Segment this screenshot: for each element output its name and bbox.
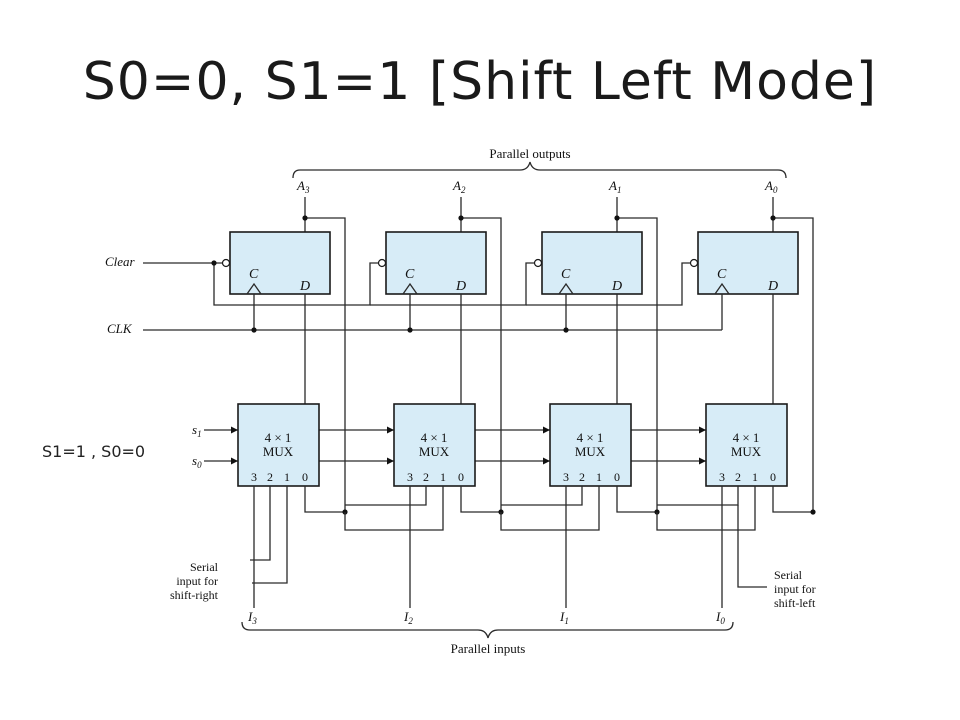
clear-signal-label: Clear <box>105 254 136 269</box>
serial-right-label-2: input for <box>176 574 218 588</box>
svg-text:3: 3 <box>719 470 725 484</box>
input-label-i3: I3 <box>247 609 257 626</box>
output-label-a2: A2 <box>452 178 466 195</box>
svg-text:MUX: MUX <box>575 444 606 459</box>
inputs-brace <box>241 621 734 639</box>
svg-text:4 × 1: 4 × 1 <box>265 430 292 445</box>
flip-flop-3: C D <box>221 231 331 295</box>
ff2-clock-pin: C <box>405 267 415 282</box>
svg-text:4 × 1: 4 × 1 <box>421 430 448 445</box>
svg-text:0: 0 <box>770 470 776 484</box>
ff0-clock-pin: C <box>717 267 727 282</box>
svg-text:3: 3 <box>563 470 569 484</box>
flip-flop-1: C D <box>533 231 643 295</box>
svg-text:1: 1 <box>596 470 602 484</box>
serial-left-label-1: Serial <box>774 568 803 582</box>
output-label-a3: A3 <box>296 178 310 195</box>
output-label-a0: A0 <box>764 178 778 195</box>
input-label-i0: I0 <box>715 609 725 626</box>
flip-flop-2: C D <box>377 231 487 295</box>
svg-text:3: 3 <box>251 470 257 484</box>
slide-title: S0=0, S1=1 [Shift Left Mode] <box>82 52 878 112</box>
ff2-data-pin: D <box>455 279 466 294</box>
svg-text:MUX: MUX <box>263 444 294 459</box>
svg-text:4 × 1: 4 × 1 <box>577 430 604 445</box>
mux-1: 4 × 1 MUX 3 2 1 0 <box>549 403 632 487</box>
serial-left-label-3: shift-left <box>774 596 816 610</box>
svg-text:0: 0 <box>302 470 308 484</box>
ff1-data-pin: D <box>611 279 622 294</box>
parallel-inputs-label: Parallel inputs <box>451 641 526 656</box>
svg-text:3: 3 <box>407 470 413 484</box>
svg-text:2: 2 <box>579 470 585 484</box>
ff3-data-pin: D <box>299 279 310 294</box>
svg-text:2: 2 <box>423 470 429 484</box>
svg-text:1: 1 <box>752 470 758 484</box>
ff0-data-pin: D <box>767 279 778 294</box>
svg-text:MUX: MUX <box>731 444 762 459</box>
svg-text:1: 1 <box>284 470 290 484</box>
svg-text:MUX: MUX <box>419 444 450 459</box>
ff3-clock-pin: C <box>249 267 259 282</box>
input-label-i2: I2 <box>403 609 413 626</box>
svg-text:1: 1 <box>440 470 446 484</box>
serial-right-label-3: shift-right <box>170 588 219 602</box>
clk-signal-label: CLK <box>107 321 133 336</box>
svg-text:2: 2 <box>267 470 273 484</box>
serial-right-label-1: Serial <box>190 560 219 574</box>
mux-0: 4 × 1 MUX 3 2 1 0 <box>705 403 788 487</box>
mux-3: 4 × 1 MUX 3 2 1 0 <box>237 403 320 487</box>
mux-2: 4 × 1 MUX 3 2 1 0 <box>393 403 476 487</box>
serial-left-label-2: input for <box>774 582 816 596</box>
s1-signal-label: s1 <box>192 422 202 439</box>
outputs-brace <box>292 161 787 179</box>
flip-flop-0: C D <box>689 231 799 295</box>
s0-signal-label: s0 <box>192 453 202 470</box>
svg-text:4 × 1: 4 × 1 <box>733 430 760 445</box>
svg-text:2: 2 <box>735 470 741 484</box>
select-state-note: S1=1 , S0=0 <box>42 442 145 461</box>
input-label-i1: I1 <box>559 609 569 626</box>
ff1-clock-pin: C <box>561 267 571 282</box>
output-label-a1: A1 <box>608 178 621 195</box>
svg-text:0: 0 <box>614 470 620 484</box>
parallel-outputs-label: Parallel outputs <box>489 146 570 161</box>
svg-text:0: 0 <box>458 470 464 484</box>
